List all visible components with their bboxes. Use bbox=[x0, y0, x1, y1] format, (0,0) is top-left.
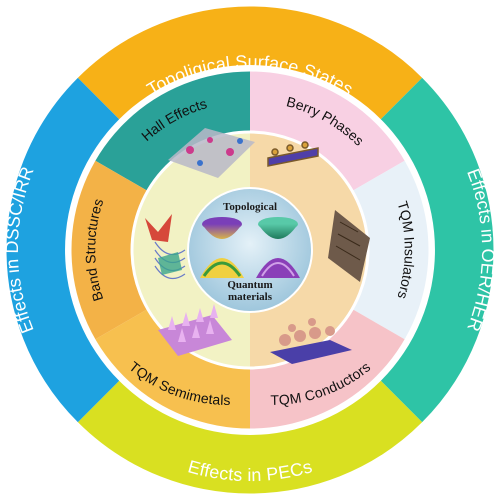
cone-icon-top-left bbox=[202, 217, 242, 239]
cone-icon-top-right bbox=[258, 217, 298, 239]
middle-segment-hall bbox=[94, 70, 250, 191]
insulator-illustration bbox=[328, 210, 370, 282]
cone-icon-bottom-right bbox=[256, 258, 300, 278]
core-circle: Topological Quantum materials bbox=[187, 187, 313, 313]
outer-segment-bottom bbox=[76, 380, 424, 495]
berry-phase-illustration bbox=[267, 141, 319, 167]
conductor-illustration bbox=[270, 318, 352, 364]
band-structure-illustration bbox=[145, 214, 186, 280]
outer-ring bbox=[3, 3, 497, 497]
semimetal-illustration bbox=[158, 304, 232, 356]
cone-icon-bottom-left bbox=[200, 258, 244, 278]
hall-effect-illustration bbox=[168, 128, 255, 178]
middle-segment-semimetals bbox=[94, 309, 250, 430]
core-label-materials: materials bbox=[228, 291, 273, 303]
outer-segment-right bbox=[380, 76, 495, 424]
core-label-quantum: Quantum bbox=[227, 279, 272, 291]
core-label-topological: Topological bbox=[223, 201, 277, 213]
middle-segment-berry bbox=[250, 70, 406, 191]
middle-label-insulators: TQM Insulators bbox=[394, 199, 417, 301]
middle-segment-band bbox=[69, 160, 148, 340]
outer-segment-left bbox=[5, 76, 120, 424]
middle-ring bbox=[68, 68, 432, 432]
outer-segment-top bbox=[76, 5, 424, 120]
middle-segment-insulators bbox=[352, 160, 431, 340]
middle-segment-conductors bbox=[250, 309, 406, 430]
